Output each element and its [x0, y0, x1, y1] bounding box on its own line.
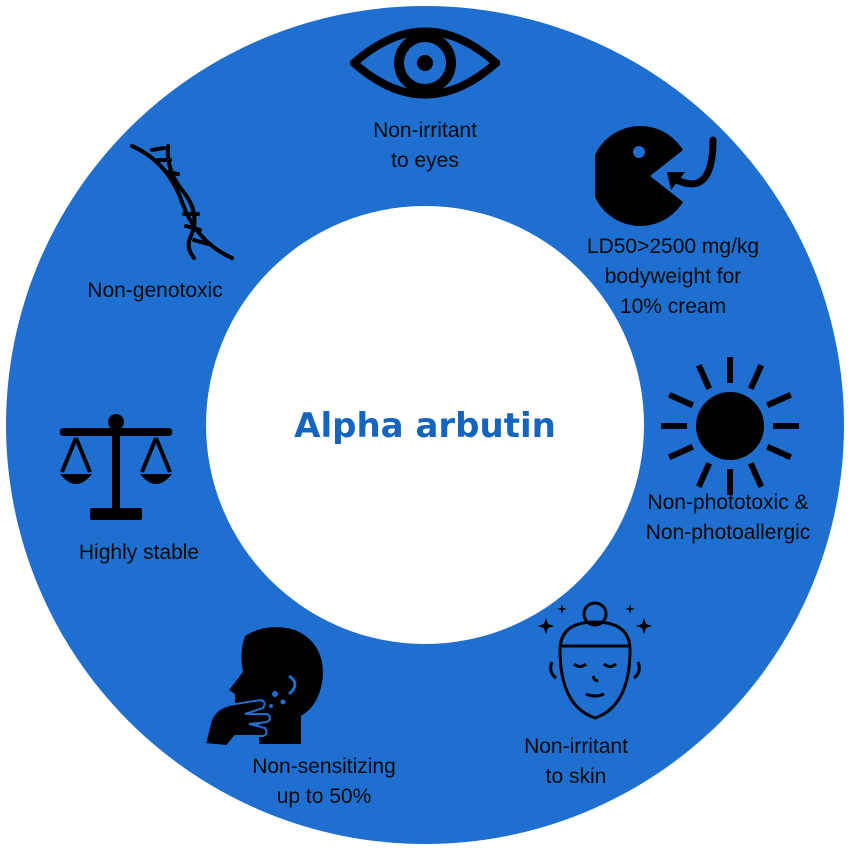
eye-icon [350, 27, 500, 99]
balance-scale-icon [60, 414, 172, 520]
sun-icon [661, 357, 799, 495]
label-genotoxic: Non-genotoxic [87, 279, 223, 302]
dna-icon [130, 144, 234, 260]
label-phototoxic: Non-phototoxic &Non-photoallergic [645, 491, 811, 544]
face-skin-icon [538, 601, 652, 720]
allergy-face-icon [205, 627, 323, 746]
inner-hole [206, 206, 644, 644]
label-stable: Highly stable [78, 541, 200, 564]
center-title: Alpha arbutin [294, 406, 556, 446]
pacman-swallow-icon [595, 126, 717, 226]
